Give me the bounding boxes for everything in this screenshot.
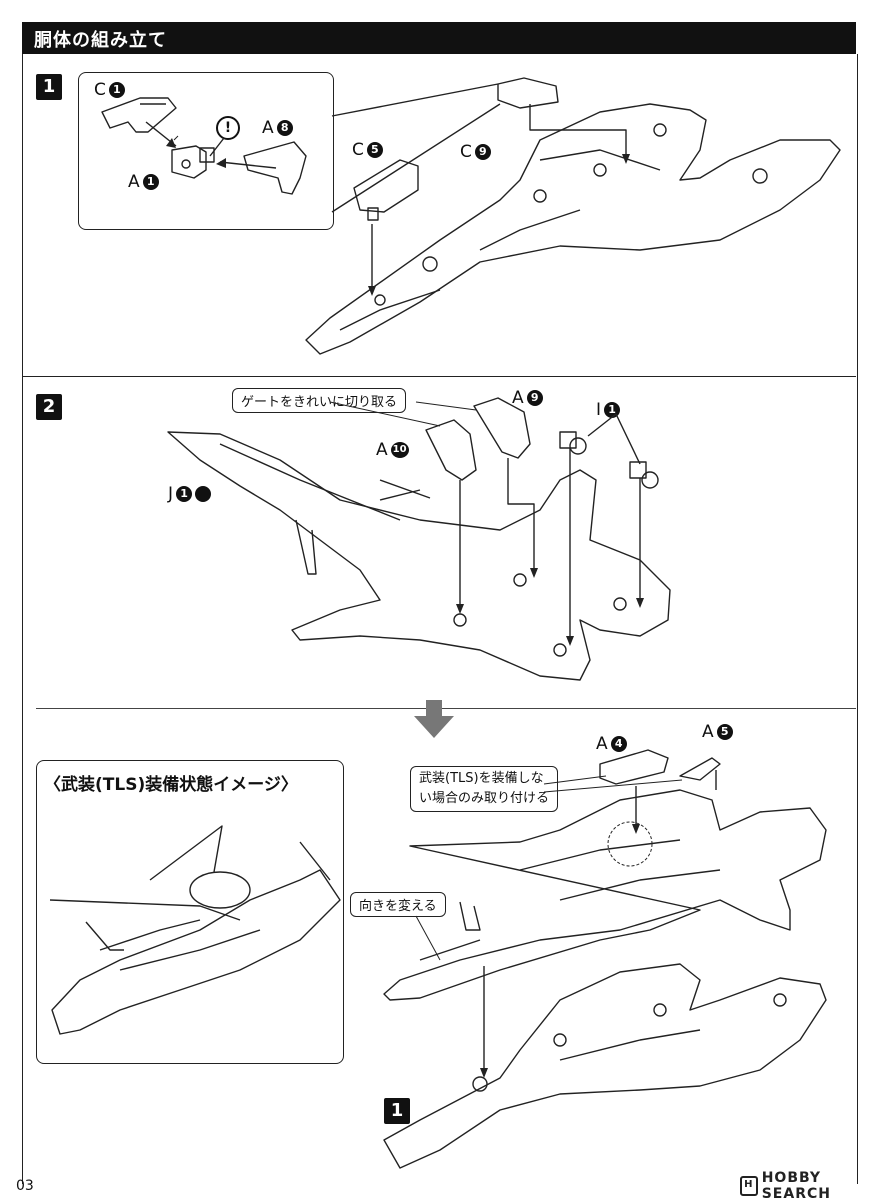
watermark-logo-icon: H — [740, 1176, 758, 1196]
sticker-icon — [195, 486, 212, 502]
fuselage-step3-top — [383, 789, 827, 1001]
page-title: 胴体の組み立て — [34, 30, 167, 51]
attention-icon: ! — [216, 116, 240, 140]
tls-image-box — [36, 760, 344, 1064]
fuselage-base-1 — [305, 103, 841, 355]
step-1-badge: 1 — [36, 74, 62, 100]
callout-gate: ゲートをきれいに切り取る — [232, 388, 407, 413]
section-divider-2 — [36, 708, 856, 709]
step-ref-badge: 1 — [384, 1098, 410, 1124]
callout-tls: 武装(TLS)を装備しな い場合のみ取り付ける — [410, 766, 559, 812]
step-2-badge: 2 — [36, 394, 62, 420]
inset-part-a1 — [171, 145, 215, 179]
callout-turn: 向きを変える — [350, 892, 446, 917]
inset-box — [78, 72, 334, 230]
section-divider-1 — [22, 376, 856, 377]
watermark: H HOBBY SEARCH — [740, 1170, 877, 1202]
inset-part-a8 — [243, 141, 307, 195]
fuselage-step2 — [167, 431, 671, 681]
page-number: 03 — [16, 1178, 34, 1194]
page-frame — [22, 54, 858, 1184]
inset-part-c1 — [101, 97, 177, 133]
down-arrow-icon — [414, 700, 454, 738]
tls-aircraft-image — [49, 825, 341, 1035]
header-bar: 胴体の組み立て — [22, 22, 856, 54]
tls-image-title: 〈武装(TLS)装備状態イメージ〉 — [44, 775, 298, 795]
fuselage-base-3 — [383, 963, 827, 1169]
